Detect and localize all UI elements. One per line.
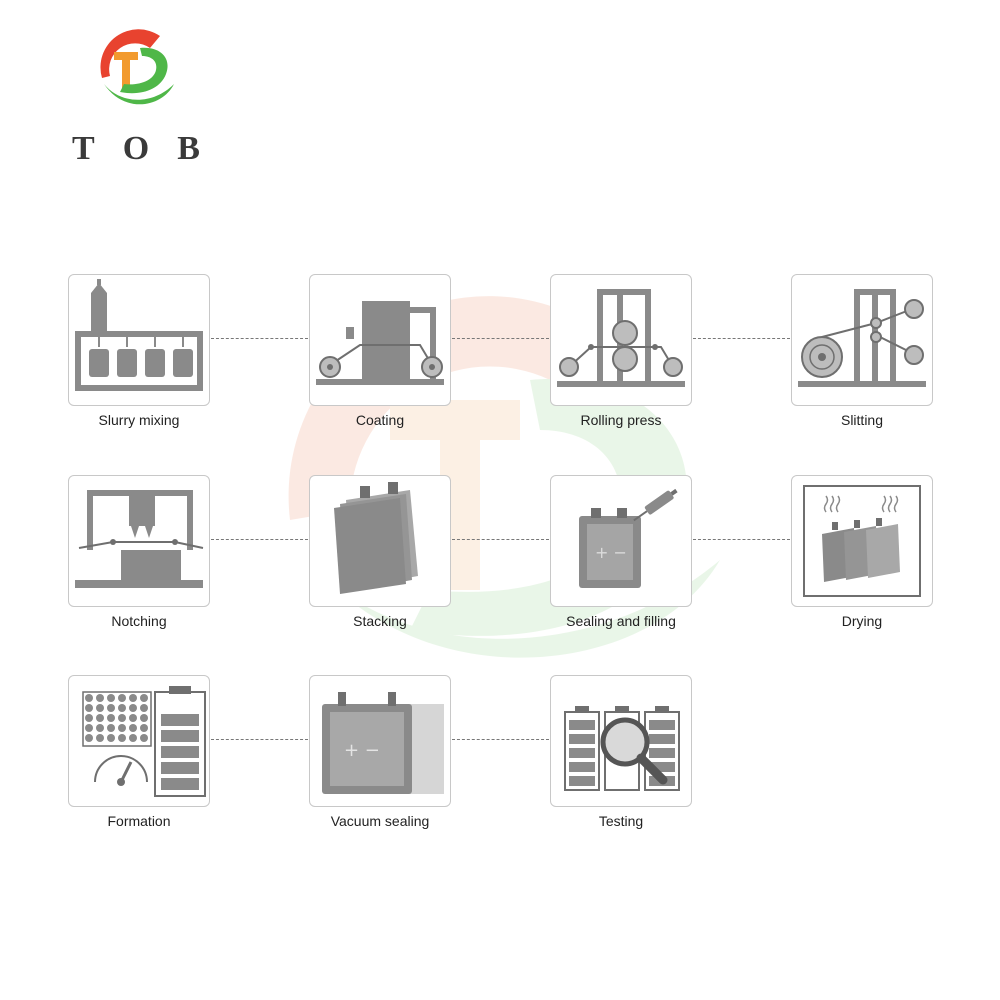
step-coating: Coating [309, 274, 451, 428]
formation-cell-dot [107, 734, 115, 742]
slitting-icon [798, 289, 926, 387]
formation-cell-dot [85, 694, 93, 702]
step-notching: Notching [68, 475, 210, 629]
connector [211, 338, 308, 339]
step-card [791, 475, 933, 607]
step-card [550, 274, 692, 406]
formation-cell-dot [85, 704, 93, 712]
logo-letter-t: T [72, 130, 97, 167]
connector [693, 338, 790, 339]
logo-letter-b: B [177, 130, 202, 167]
formation-cell-dot [96, 734, 104, 742]
vacuum-sealing-icon: + − [322, 692, 444, 794]
drying-icon [803, 485, 921, 597]
step-rolling-press: Rolling press [550, 274, 692, 428]
step-label: Slitting [840, 412, 884, 428]
formation-cell-dot [140, 714, 148, 722]
step-card [791, 274, 933, 406]
step-drying: Drying [791, 475, 933, 629]
formation-cell-dot [107, 714, 115, 722]
formation-cell-dot [96, 714, 104, 722]
connector [211, 739, 308, 740]
step-slurry-mixing: Slurry mixing [68, 274, 210, 428]
connector [452, 739, 549, 740]
formation-cell-dot [140, 694, 148, 702]
formation-cell-dot [107, 704, 115, 712]
step-card [309, 475, 451, 607]
sealing-filling-icon: + − [579, 488, 678, 588]
testing-icon [564, 706, 680, 791]
formation-cell-dot [96, 694, 104, 702]
step-label: Drying [841, 613, 883, 629]
step-card [68, 675, 210, 807]
step-label: Formation [107, 813, 171, 829]
step-card: + − [309, 675, 451, 807]
step-stacking: Stacking [309, 475, 451, 629]
step-card [68, 274, 210, 406]
connector [693, 539, 790, 540]
step-sealing-filling: + − Sealing and filling [550, 475, 692, 629]
logo-wordmark: T O B [62, 130, 212, 168]
step-card [68, 475, 210, 607]
coating-icon [316, 301, 444, 385]
formation-cell-dot [129, 734, 137, 742]
notching-icon [75, 490, 204, 588]
formation-cell-dot [140, 724, 148, 732]
formation-cell-dot [107, 724, 115, 732]
formation-cell-dot [118, 694, 126, 702]
slurry-mixing-icon [75, 279, 203, 391]
formation-cell-dot [129, 704, 137, 712]
step-label: Vacuum sealing [330, 813, 430, 829]
step-label: Coating [355, 412, 405, 428]
step-label: Rolling press [580, 412, 662, 428]
formation-cell-dot [118, 724, 126, 732]
formation-cell-dot [85, 714, 93, 722]
formation-cell-dot [140, 734, 148, 742]
formation-cell-dot [129, 694, 137, 702]
formation-cell-dot [129, 714, 137, 722]
step-card: + − [550, 475, 692, 607]
formation-cell-dot [129, 724, 137, 732]
formation-cell-dot [85, 724, 93, 732]
formation-cell-dot [96, 704, 104, 712]
connector [211, 539, 308, 540]
svg-text:+ −: + − [595, 543, 627, 562]
step-card [309, 274, 451, 406]
tob-logo-mark [100, 29, 174, 105]
connector [452, 539, 549, 540]
step-label: Slurry mixing [98, 412, 180, 428]
step-label: Testing [598, 813, 644, 829]
logo-letter-o: O [122, 130, 152, 167]
formation-cell-dot [118, 734, 126, 742]
formation-cell-dot [107, 694, 115, 702]
formation-cell-dot [118, 704, 126, 712]
formation-cell-dot [118, 714, 126, 722]
step-slitting: Slitting [791, 274, 933, 428]
formation-cell-dot [140, 704, 148, 712]
rolling-press-icon [557, 289, 685, 387]
formation-cell-dot [96, 724, 104, 732]
formation-icon [82, 686, 206, 797]
step-label: Stacking [353, 613, 407, 629]
step-vacuum-sealing: + − Vacuum sealing [309, 675, 451, 829]
formation-cell-dot [85, 734, 93, 742]
step-formation: Formation [68, 675, 210, 829]
step-card [550, 675, 692, 807]
brand-logo: T O B [62, 18, 212, 167]
step-testing: Testing [550, 675, 692, 829]
step-label: Notching [111, 613, 167, 629]
stacking-icon [334, 482, 418, 594]
step-label: Sealing and filling [566, 613, 676, 629]
svg-text:+ −: + − [344, 740, 380, 761]
connector [452, 338, 549, 339]
